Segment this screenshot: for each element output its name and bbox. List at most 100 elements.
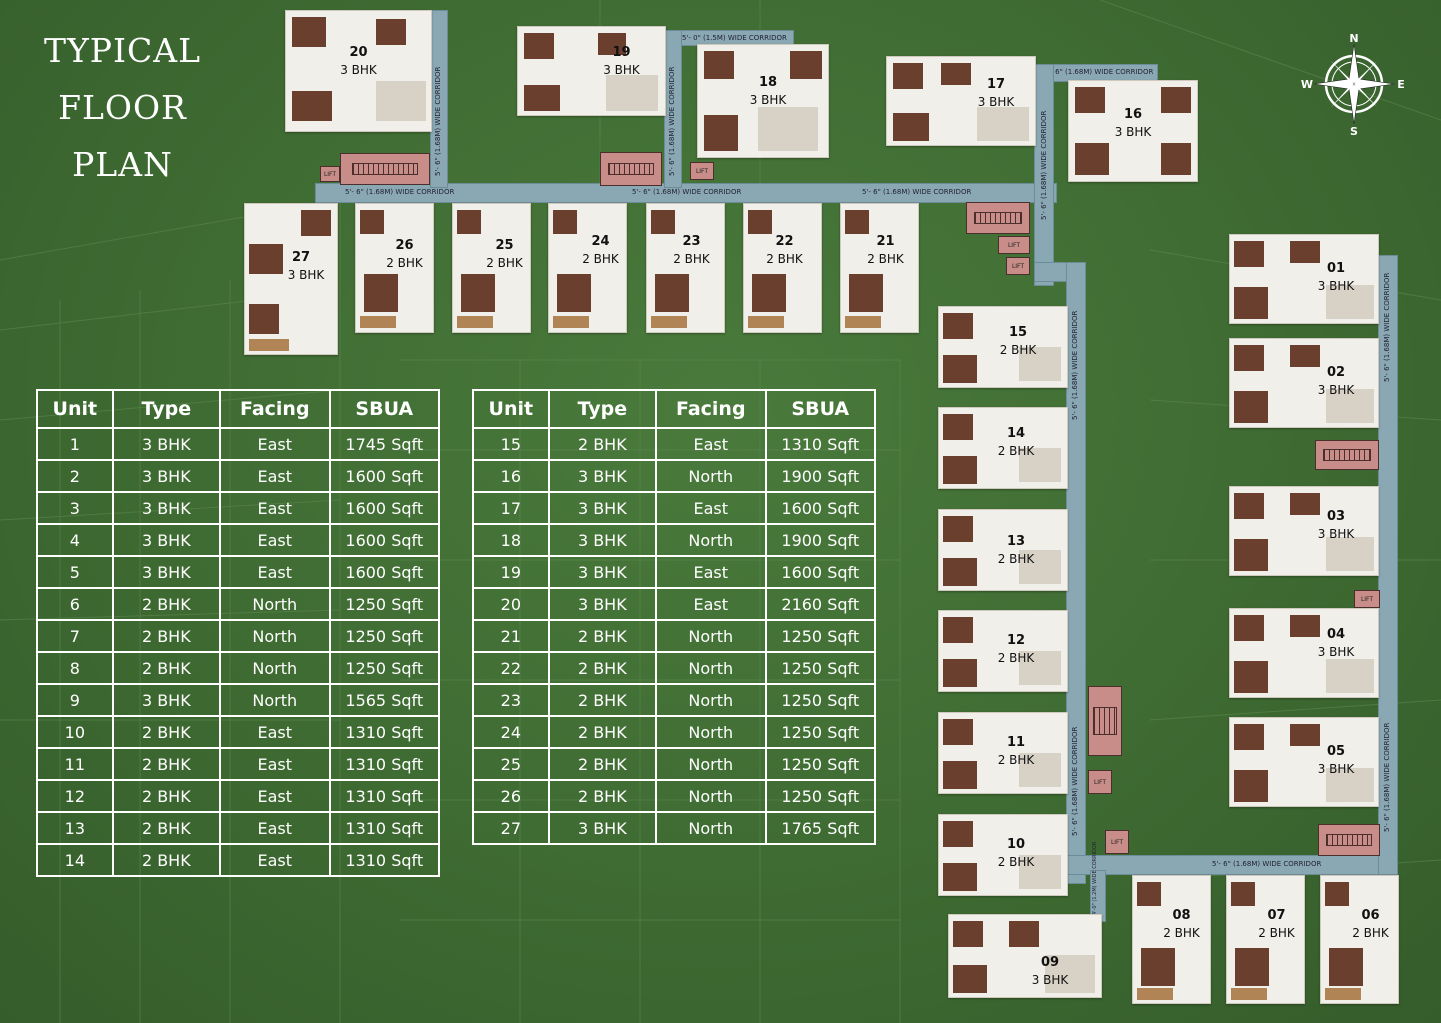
cell-type: 2 BHK — [111, 715, 222, 749]
unit-type: 2 BHK — [867, 252, 904, 266]
unit-number: 14 — [1006, 426, 1026, 441]
cell-sbua: 1310 Sqft — [328, 779, 441, 813]
cell-facing: East — [219, 843, 331, 877]
cell-facing: North — [219, 683, 331, 717]
unit-02[interactable]: 02 3 BHK — [1229, 338, 1379, 428]
cell-type: 3 BHK — [547, 811, 658, 845]
unit-number: 13 — [1006, 534, 1026, 549]
unit-14[interactable]: 14 2 BHK — [938, 407, 1068, 489]
unit-25[interactable]: 25 2 BHK — [452, 203, 531, 333]
unit-number: 23 — [682, 234, 701, 249]
unit-type: 3 BHK — [1317, 645, 1355, 659]
cell-sbua: 1310 Sqft — [328, 843, 441, 877]
cell-sbua: 1250 Sqft — [764, 715, 877, 749]
unit-09[interactable]: 09 3 BHK — [948, 914, 1102, 998]
cell-unit: 23 — [472, 683, 550, 717]
corridor-label: 5'- 6" (1.68M) WIDE CORRIDOR — [1040, 110, 1048, 220]
compass-s: S — [1350, 125, 1358, 138]
cell-type: 3 BHK — [111, 523, 222, 557]
cell-facing: East — [655, 587, 767, 621]
cell-sbua: 1600 Sqft — [328, 459, 441, 493]
unit-number: 20 — [349, 45, 368, 60]
lift: LIFT — [1354, 590, 1380, 608]
cell-type: 2 BHK — [547, 427, 658, 461]
unit-08[interactable]: 08 2 BHK — [1132, 875, 1211, 1004]
staircase — [600, 152, 662, 186]
unit-24[interactable]: 24 2 BHK — [548, 203, 627, 333]
corridor-main-horizontal — [315, 183, 1057, 203]
unit-number: 01 — [1326, 261, 1346, 276]
cell-unit: 9 — [36, 683, 114, 717]
corridor-label: 5'- 6" (1.68M) WIDE CORRIDOR — [434, 66, 442, 176]
cell-facing: North — [655, 459, 767, 493]
unit-03[interactable]: 03 3 BHK — [1229, 486, 1379, 576]
unit-07[interactable]: 07 2 BHK — [1226, 875, 1305, 1004]
unit-type: 3 BHK — [1114, 125, 1152, 139]
unit-19[interactable]: 19 3 BHK — [517, 26, 666, 116]
unit-type: 2 BHK — [673, 252, 710, 266]
cell-unit: 21 — [472, 619, 550, 653]
unit-number: 10 — [1006, 837, 1026, 852]
unit-type: 3 BHK — [1317, 383, 1355, 397]
cell-facing: East — [219, 555, 331, 589]
unit-13[interactable]: 13 2 BHK — [938, 509, 1068, 591]
unit-01[interactable]: 01 3 BHK — [1229, 234, 1379, 324]
unit-04[interactable]: 04 3 BHK — [1229, 608, 1379, 698]
corridor-label: 5'- 6" (1.68M) WIDE CORRIDOR — [1212, 860, 1322, 868]
cell-facing: North — [655, 523, 767, 557]
cell-sbua: 1250 Sqft — [328, 587, 441, 621]
cell-facing: East — [219, 459, 331, 493]
unit-05[interactable]: 05 3 BHK — [1229, 717, 1379, 807]
cell-sbua: 1250 Sqft — [764, 651, 877, 685]
lift: LIFT — [1105, 830, 1129, 854]
cell-unit: 3 — [36, 491, 114, 525]
unit-12[interactable]: 12 2 BHK — [938, 610, 1068, 692]
cell-facing: North — [655, 779, 767, 813]
title-line-2: FLOOR — [58, 88, 187, 127]
unit-23[interactable]: 23 2 BHK — [646, 203, 725, 333]
unit-number: 12 — [1006, 633, 1026, 648]
cell-type: 3 BHK — [111, 683, 222, 717]
cell-facing: East — [219, 779, 331, 813]
cell-type: 3 BHK — [111, 459, 222, 493]
cell-unit: 26 — [472, 779, 550, 813]
cell-type: 2 BHK — [111, 651, 222, 685]
unit-type: 2 BHK — [1258, 926, 1295, 940]
unit-18[interactable]: 18 3 BHK — [697, 44, 829, 158]
unit-27[interactable]: 27 3 BHK — [244, 203, 338, 355]
corridor-label: 5'- 6" (1.68M) WIDE CORRIDOR — [1044, 68, 1154, 76]
header-type: Type — [547, 389, 658, 429]
unit-10[interactable]: 10 2 BHK — [938, 814, 1068, 896]
unit-number: 02 — [1326, 365, 1346, 380]
unit-06[interactable]: 06 2 BHK — [1320, 875, 1399, 1004]
unit-17[interactable]: 17 3 BHK — [886, 56, 1036, 146]
unit-15[interactable]: 15 2 BHK — [938, 306, 1068, 388]
corridor-label: 5'- 0" (1.5M) WIDE CORRIDOR — [682, 34, 787, 42]
compass-rose-icon: N S W E — [1301, 32, 1405, 138]
unit-11[interactable]: 11 2 BHK — [938, 712, 1068, 794]
unit-22[interactable]: 22 2 BHK — [743, 203, 822, 333]
unit-26[interactable]: 26 2 BHK — [355, 203, 434, 333]
cell-type: 2 BHK — [111, 619, 222, 653]
unit-20[interactable]: 20 3 BHK — [285, 10, 432, 132]
cell-type: 2 BHK — [111, 779, 222, 813]
unit-16[interactable]: 16 3 BHK — [1068, 80, 1198, 182]
unit-type: 2 BHK — [997, 444, 1035, 458]
unit-number: 09 — [1040, 955, 1060, 970]
unit-type: 2 BHK — [997, 651, 1035, 665]
unit-21[interactable]: 21 2 BHK — [840, 203, 919, 333]
cell-facing: East — [219, 747, 331, 781]
cell-unit: 6 — [36, 587, 114, 621]
cell-sbua: 1250 Sqft — [328, 619, 441, 653]
